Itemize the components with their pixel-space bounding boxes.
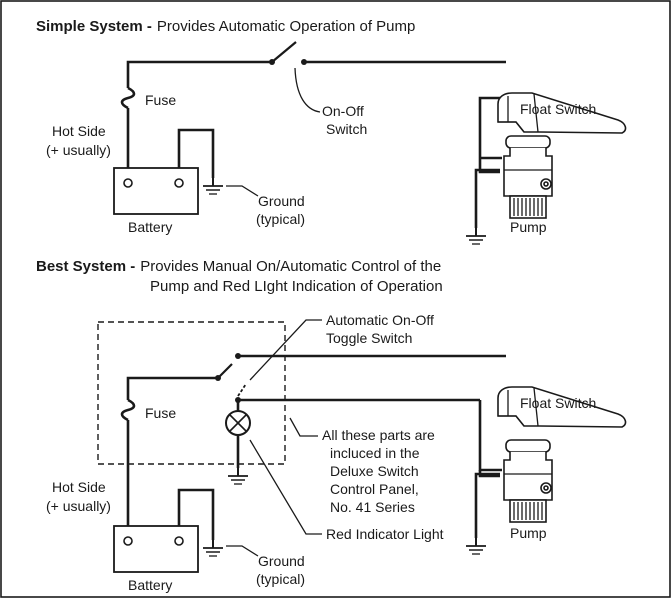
best-float-switch-label: Float Switch [520, 395, 596, 411]
best-system-section: Best System - Provides Manual On/Automati… [36, 258, 627, 593]
red-indicator-light-label: Red Indicator Light [326, 526, 444, 542]
simple-on-off-label-2: Switch [326, 121, 367, 137]
best-system-title-line1: Provides Manual On/Automatic Control of … [140, 258, 441, 275]
simple-system-section: Simple System - Provides Automatic Operat… [36, 18, 627, 245]
best-hot-side-label-2: (+ usually) [46, 498, 111, 514]
simple-pump-label: Pump [510, 219, 547, 235]
simple-system-title-rest: Provides Automatic Operation of Pump [157, 18, 415, 35]
simple-battery [113, 167, 199, 215]
toggle-switch [215, 353, 247, 403]
best-leaders [226, 319, 322, 557]
simple-float-switch-label: Float Switch [520, 101, 596, 117]
simple-fuse-label: Fuse [145, 92, 176, 108]
simple-pump-icon [503, 135, 553, 219]
toggle-switch-label-2: Toggle Switch [326, 330, 412, 346]
simple-battery-label: Battery [128, 219, 172, 235]
on-off-switch [269, 41, 307, 65]
red-indicator-light-icon [225, 410, 251, 436]
best-system-title-bold: Best System - [36, 258, 135, 275]
best-system-title-line2: Pump and Red LIght Indication of Operati… [150, 278, 443, 295]
best-ground-label-1: Ground [258, 553, 305, 569]
toggle-switch-label-1: Automatic On-Off [326, 312, 434, 328]
best-battery-label: Battery [128, 577, 172, 593]
simple-on-off-label-1: On-Off [322, 103, 364, 119]
best-hot-side-label-1: Hot Side [52, 479, 106, 495]
simple-hot-side-label-1: Hot Side [52, 123, 106, 139]
simple-system-title-bold: Simple System - [36, 18, 152, 35]
best-system-title-line-1: Best System - Provides Manual On/Automati… [36, 258, 441, 275]
simple-ground-label-2: (typical) [256, 211, 305, 227]
best-pump-icon [503, 439, 553, 523]
best-wires [120, 354, 506, 540]
panel-note-line-3: Deluxe Switch [330, 463, 419, 479]
simple-ground-label-1: Ground [258, 193, 305, 209]
panel-note-line-2: incluced in the [330, 445, 420, 461]
panel-note-line-5: No. 41 Series [330, 499, 415, 515]
simple-hot-side-label-2: (+ usually) [46, 142, 111, 158]
simple-leaders [226, 67, 321, 197]
best-battery [113, 525, 199, 573]
best-fuse-label: Fuse [145, 405, 176, 421]
control-panel-box [97, 321, 286, 465]
best-pump-label: Pump [510, 525, 547, 541]
panel-note-line-4: Control Panel, [330, 481, 419, 497]
best-ground-label-2: (typical) [256, 571, 305, 587]
simple-system-title: Simple System - Provides Automatic Operat… [36, 18, 415, 35]
panel-note-line-1: All these parts are [322, 427, 435, 443]
